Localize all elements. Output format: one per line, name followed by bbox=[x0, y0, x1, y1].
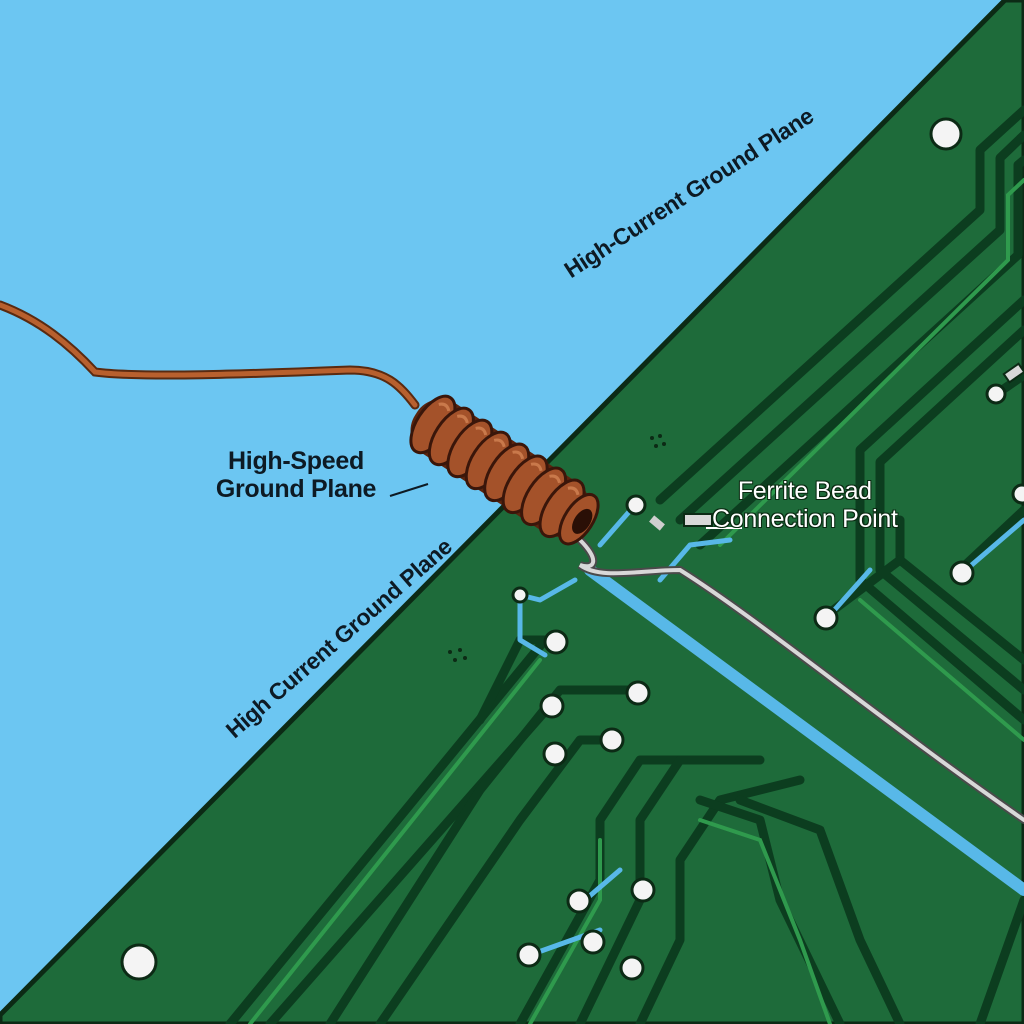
leader-line-high-speed bbox=[389, 483, 429, 497]
via-hole-icon bbox=[580, 929, 606, 955]
via-hole-icon bbox=[599, 727, 625, 753]
via-hole-icon bbox=[120, 943, 158, 981]
via-hole-icon bbox=[813, 605, 839, 631]
via-hole-icon bbox=[1011, 483, 1024, 505]
copper-lead-wire bbox=[0, 300, 420, 410]
label-high-speed-ground-plane: High-Speed Ground Plane bbox=[206, 447, 386, 503]
label-ferrite-connection-point: Ferrite Bead Connection Point bbox=[712, 477, 898, 533]
via-hole-icon bbox=[539, 693, 565, 719]
label-ferrite-line2: Connection Point bbox=[712, 504, 898, 533]
via-hole-icon bbox=[630, 877, 656, 903]
via-hole-icon bbox=[985, 383, 1007, 405]
via-holes bbox=[120, 117, 1024, 981]
via-hole-icon bbox=[625, 680, 651, 706]
via-hole-icon bbox=[566, 888, 592, 914]
pcb-traces bbox=[225, 105, 1024, 1024]
label-high-speed-line2: Ground Plane bbox=[215, 474, 377, 503]
signal-traces-blue bbox=[517, 502, 1024, 958]
ferrite-bead-coil-icon bbox=[409, 394, 600, 546]
via-hole-icon bbox=[619, 955, 645, 981]
via-hole-icon bbox=[949, 560, 975, 586]
via-hole-icon bbox=[516, 942, 542, 968]
via-hole-icon bbox=[625, 494, 647, 516]
smd-pads bbox=[448, 362, 1024, 662]
via-hole-icon bbox=[542, 741, 568, 767]
via-hole-icon bbox=[929, 117, 963, 151]
pcb-traces-light bbox=[248, 178, 1024, 1024]
via-hole-icon bbox=[543, 629, 569, 655]
via-hole-icon bbox=[511, 586, 529, 604]
label-ferrite-line1: Ferrite Bead bbox=[737, 477, 872, 505]
label-high-speed-line1: High-Speed bbox=[228, 447, 364, 475]
